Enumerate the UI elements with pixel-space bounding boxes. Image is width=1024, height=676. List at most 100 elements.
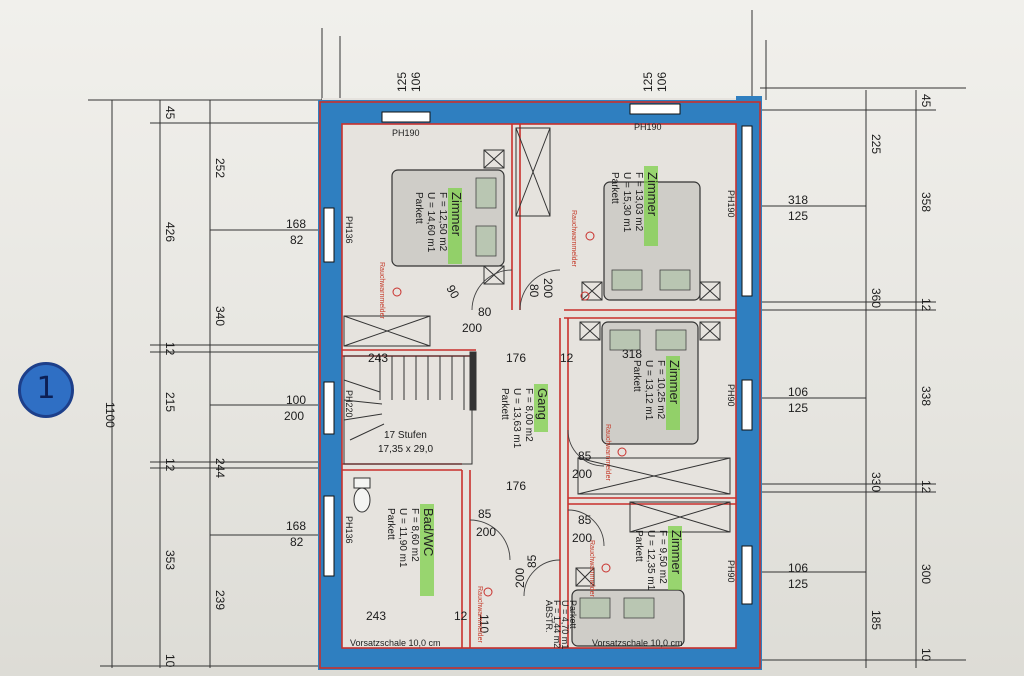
room-zimmer-2: Zimmer F = 13,03 m2 U = 15,30 m1 Parkett	[609, 172, 660, 233]
svg-text:U = 14,60 m1: U = 14,60 m1	[425, 192, 436, 253]
inner-dim-3: 318	[622, 347, 642, 361]
door-dim-6: 200	[572, 467, 592, 481]
room-name-highlights	[420, 166, 682, 596]
door-dim-12: 200	[513, 568, 527, 588]
svg-text:ABSTR.: ABSTR.	[544, 600, 554, 633]
room-zimmer-1: Zimmer F = 12,50 m2 U = 14,60 m1 Parkett	[413, 192, 464, 253]
dim-overall-height: 1100	[103, 402, 117, 428]
left-dimension-lines	[88, 28, 341, 668]
inner-dim-4: 176	[506, 479, 526, 493]
smoke-label-5: Rauchwarnmelder	[476, 586, 483, 643]
right-dim2-0: 225	[869, 134, 883, 154]
svg-text:F = 8,60 m2: F = 8,60 m2	[409, 508, 420, 562]
door-dim-7: 85	[478, 507, 492, 521]
smoke-detectors	[392, 231, 627, 597]
left-dim-5: 353	[163, 550, 177, 570]
room-zimmer-3: Zimmer F = 10,25 m2 U = 13,12 m1 Parkett	[631, 360, 682, 421]
ph-right-3: PH90	[726, 560, 736, 583]
door-dim-2: 90	[443, 283, 462, 302]
dim-right-window-3a: 106	[788, 561, 808, 575]
left-dim2-2: 244	[213, 458, 227, 478]
svg-text:F = 1,44 m2: F = 1,44 m2	[552, 600, 562, 648]
right-dim-4: 12	[919, 480, 933, 494]
right-dimension-lines	[751, 10, 966, 668]
ph-right-1: PH190	[726, 190, 736, 218]
svg-text:F = 12,50 m2: F = 12,50 m2	[437, 192, 448, 252]
inner-dim-7: 12	[454, 609, 468, 623]
left-dim-2: 12	[163, 342, 177, 356]
dim-left-window-3b: 82	[290, 535, 304, 549]
svg-text:U = 13,63 m1: U = 13,63 m1	[511, 388, 522, 449]
left-dim-1: 426	[163, 222, 177, 242]
dim-top-right-1: 106	[655, 72, 669, 92]
dim-left-window-1b: 82	[290, 233, 304, 247]
svg-text:Parkett: Parkett	[413, 192, 424, 224]
ph-left-2: PH220	[344, 390, 354, 418]
storage-room-label: ABSTR. F = 1,44 m2 U = 4,70 m1 Parkett	[544, 600, 578, 649]
right-dim-6: 10	[919, 648, 933, 662]
ph-right-2: PH90	[726, 384, 736, 407]
svg-text:F = 8,00 m2: F = 8,00 m2	[523, 388, 534, 442]
nightstands	[483, 149, 721, 587]
svg-text:Zimmer: Zimmer	[669, 530, 684, 575]
smoke-label-1: Rauchwarnmelder	[378, 262, 385, 319]
svg-text:U = 13,12 m1: U = 13,12 m1	[643, 360, 654, 421]
facing-wall-left: Vorsatzschale 10,0 cm	[350, 638, 441, 648]
svg-text:Parkett: Parkett	[385, 508, 396, 540]
door-dim-4: 200	[541, 278, 555, 298]
door-dim-3: 80	[527, 284, 541, 298]
room-bad-wc: Bad/WC F = 8,60 m2 U = 11,90 m1 Parkett	[385, 508, 436, 568]
dim-right-window-2a: 106	[788, 385, 808, 399]
svg-text:U = 4,70 m1: U = 4,70 m1	[560, 600, 570, 649]
svg-text:U = 15,30 m1: U = 15,30 m1	[621, 172, 632, 233]
right-dim2-1: 360	[869, 288, 883, 308]
right-dim-2: 12	[919, 298, 933, 312]
dim-left-window-1a: 168	[286, 217, 306, 231]
level-marker: 1	[18, 362, 74, 418]
wardrobes	[343, 127, 731, 533]
dim-top-right-2: 125	[641, 72, 655, 92]
dim-top-left-1: 106	[409, 72, 423, 92]
door-dim-1: 200	[462, 321, 482, 335]
inner-dim-6: 110	[477, 614, 491, 633]
svg-text:Parkett: Parkett	[631, 360, 642, 392]
door-dim-5: 85	[578, 449, 592, 463]
door-dim-10: 200	[572, 531, 592, 545]
inner-dim-1: 176	[506, 351, 526, 365]
toilet	[353, 477, 371, 513]
smoke-label-2: Rauchwarnmelder	[570, 210, 577, 267]
door-swings	[469, 269, 605, 597]
svg-text:Bad/WC: Bad/WC	[421, 508, 436, 556]
door-dim-9: 85	[578, 513, 592, 527]
svg-text:Parkett: Parkett	[609, 172, 620, 204]
left-dim2-3: 239	[213, 590, 227, 610]
bed-pillows	[475, 177, 691, 619]
dim-right-window-1a: 318	[788, 193, 808, 207]
right-dim2-2: 330	[869, 472, 883, 492]
right-dim-1: 358	[919, 192, 933, 212]
left-dim-4: 12	[163, 458, 177, 472]
left-dim-0: 45	[163, 106, 177, 120]
svg-text:Parkett: Parkett	[499, 388, 510, 420]
dim-top-left-2: 125	[395, 72, 409, 92]
room-zimmer-4: Zimmer F = 9,50 m2 U = 12,35 m1 Parkett	[633, 530, 684, 591]
right-dim-3: 338	[919, 386, 933, 406]
inner-dim-0: 243	[368, 351, 388, 365]
facing-wall-right: Vorsatzschale 10,0 cm	[592, 638, 683, 648]
ph-top-right: PH190	[634, 122, 662, 132]
left-dim2-1: 340	[213, 306, 227, 326]
smoke-label-3: Rauchwarnmelder	[604, 424, 611, 481]
smoke-label-4: Rauchwarnmelder	[588, 540, 595, 597]
left-dim2-0: 252	[213, 158, 227, 178]
ph-top-left: PH190	[392, 128, 420, 138]
inner-dim-5: 243	[366, 609, 386, 623]
svg-text:Parkett: Parkett	[568, 600, 578, 629]
door-dim-11: 85	[525, 554, 539, 568]
inner-dim-2: 12	[560, 351, 574, 365]
room-gang: Gang F = 8,00 m2 U = 13,63 m1 Parkett	[499, 388, 550, 449]
wall-outlines	[319, 101, 761, 669]
ph-left-3: PH136	[344, 516, 354, 544]
svg-text:Zimmer: Zimmer	[667, 360, 682, 405]
svg-text:F = 13,03 m2: F = 13,03 m2	[633, 172, 644, 232]
